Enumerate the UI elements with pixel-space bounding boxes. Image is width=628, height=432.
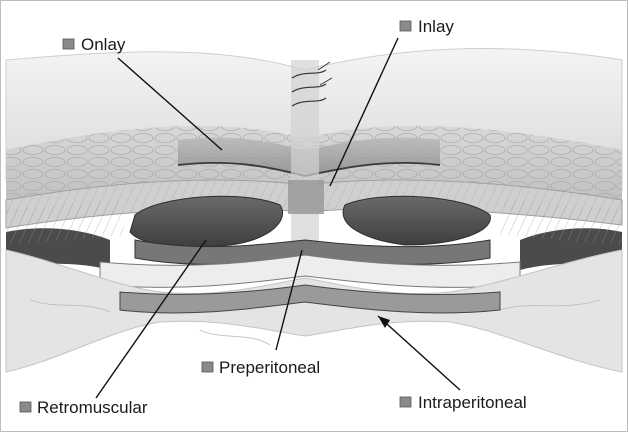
- intraperitoneal-marker: [400, 397, 411, 407]
- label-onlay: Onlay: [63, 35, 126, 54]
- midline-suture-column: [291, 60, 319, 250]
- retromuscular-label: Retromuscular: [37, 398, 148, 417]
- preperitoneal-marker: [202, 362, 213, 372]
- onlay-marker: [63, 39, 74, 49]
- retromuscular-marker: [20, 402, 31, 412]
- preperitoneal-label: Preperitoneal: [219, 358, 320, 377]
- inlay-marker: [400, 21, 411, 31]
- onlay-label: Onlay: [81, 35, 126, 54]
- label-retromuscular: Retromuscular: [20, 398, 148, 417]
- label-inlay: Inlay: [400, 17, 454, 36]
- label-preperitoneal: Preperitoneal: [202, 358, 320, 377]
- intraperitoneal-label: Intraperitoneal: [418, 393, 527, 412]
- inlay-label: Inlay: [418, 17, 454, 36]
- label-intraperitoneal: Intraperitoneal: [400, 393, 527, 412]
- inlay-mesh: [288, 180, 324, 214]
- intraperitoneal-leader: [378, 316, 460, 390]
